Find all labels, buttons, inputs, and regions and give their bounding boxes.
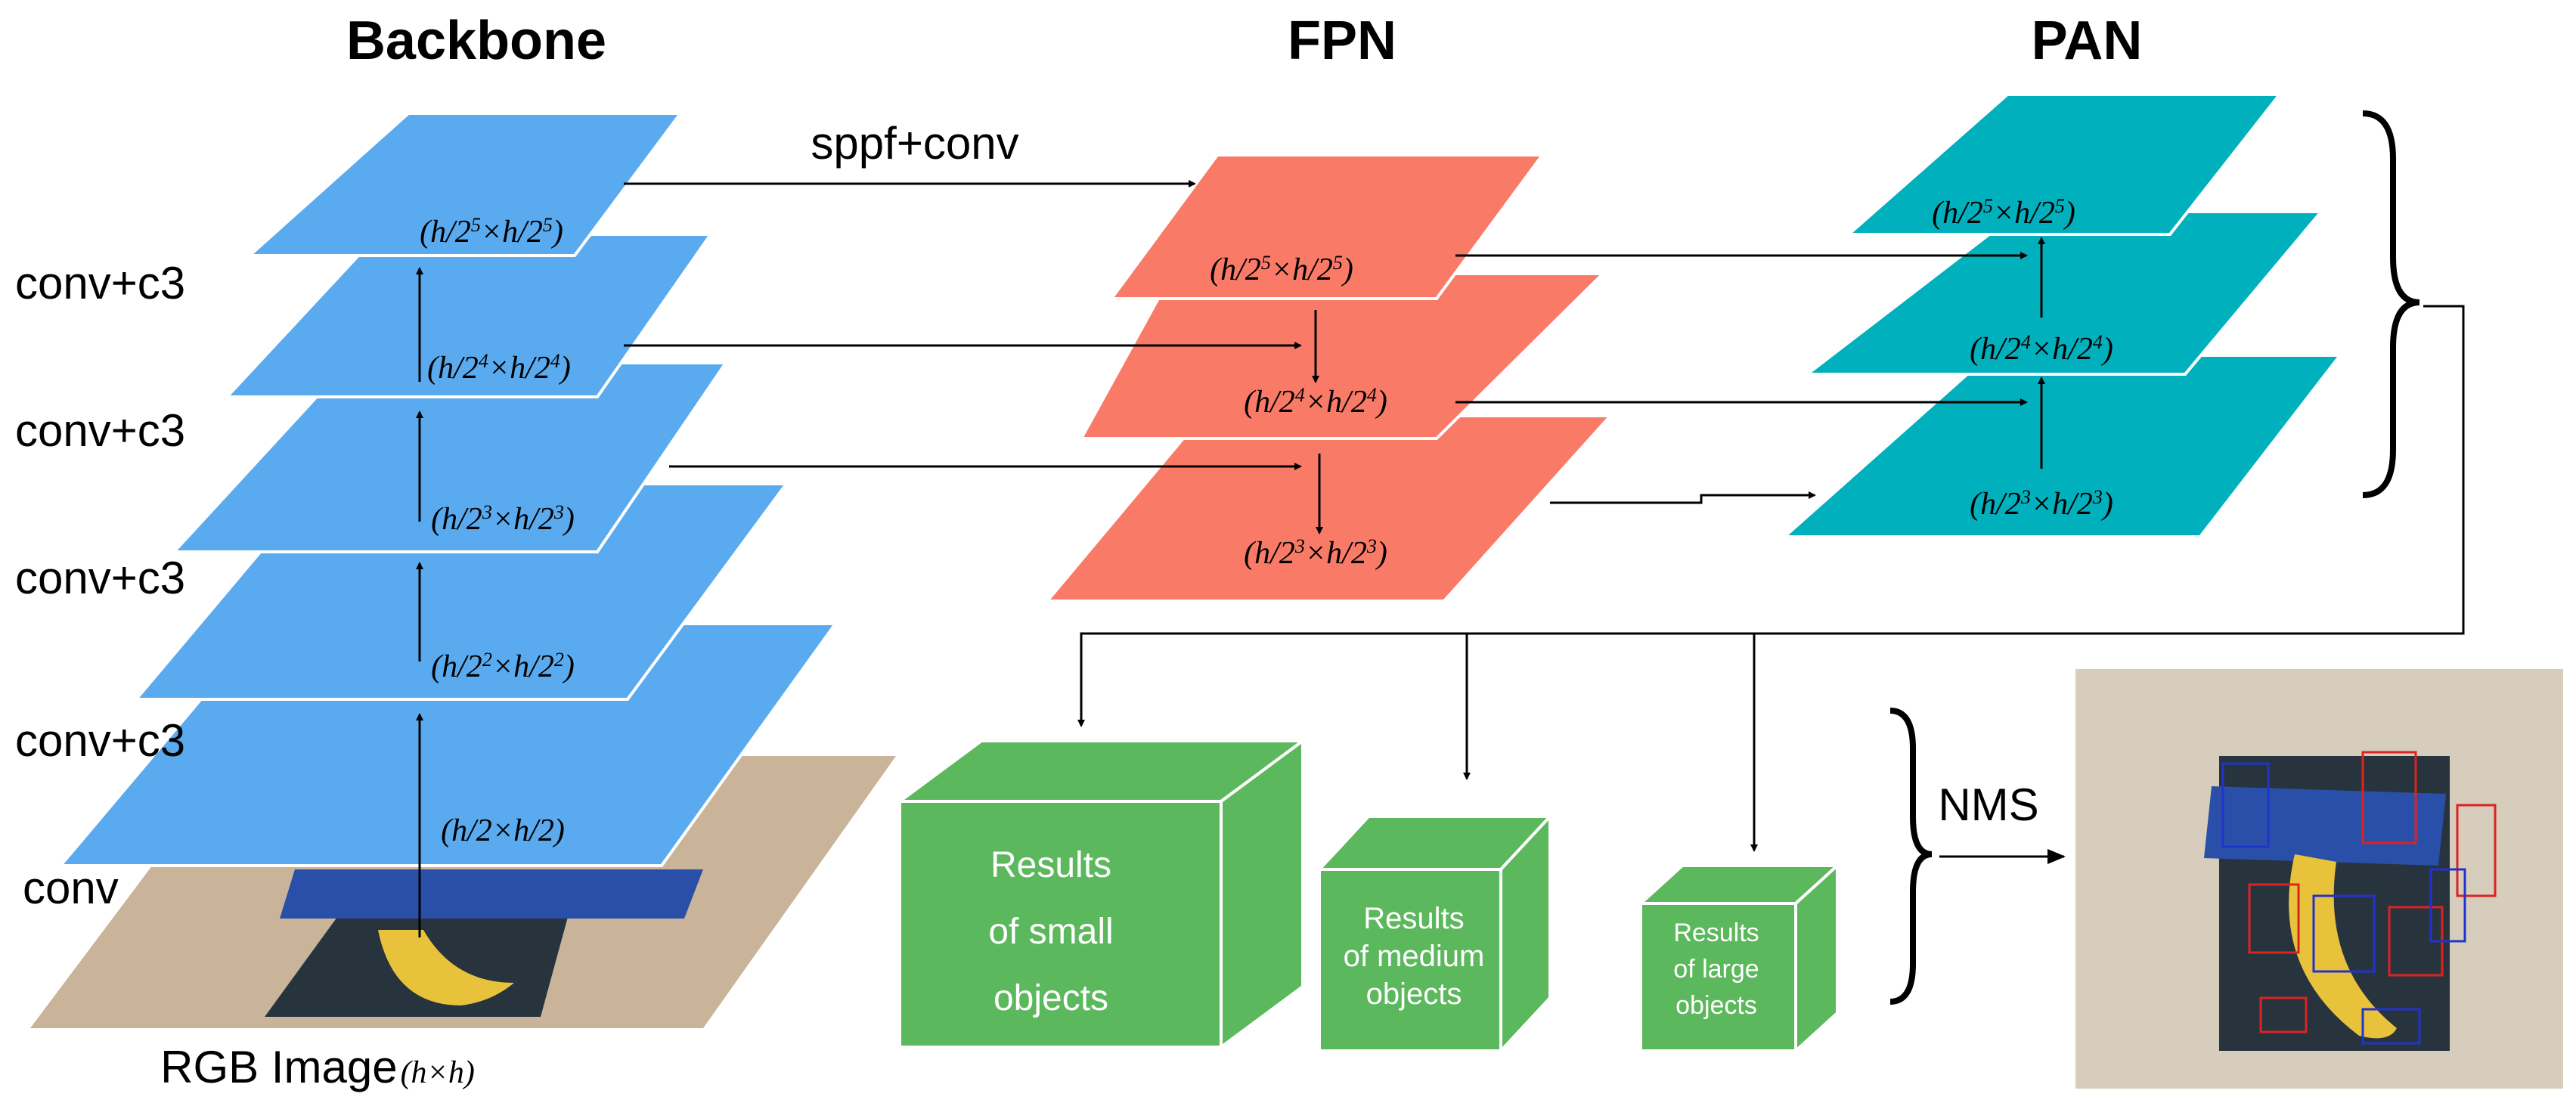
stage-label-3: conv+c3 [15, 553, 185, 603]
pan-plane-4 [1803, 210, 2325, 376]
input-image-label: RGB Image (h×h) [160, 1042, 475, 1092]
result-medium-line-2: of medium [1344, 940, 1485, 973]
result-cube-medium: Results of medium objects [1316, 812, 1554, 1055]
backbone-label-2: (h/22×h/22) [431, 649, 575, 685]
fpn-label-4: (h/24×h/24) [1244, 384, 1387, 420]
output-distribution-lines [1077, 305, 2465, 852]
fpn-plane-labels: (h/25×h/25) (h/24×h/24) (h/23×h/23) [1210, 252, 1387, 572]
pan-label-3: (h/23×h/23) [1970, 486, 2113, 522]
pan-label-5: (h/25×h/25) [1932, 195, 2075, 231]
pan-output-brace [2362, 110, 2420, 498]
result-small-line-2: of small [988, 912, 1113, 952]
fpn-plane-4 [1078, 272, 1607, 440]
fpn-plane-5 [1108, 153, 1545, 300]
stage-label-5: conv [23, 863, 119, 913]
stage-label-4: conv+c3 [15, 715, 185, 766]
backbone-label-3: (h/23×h/23) [431, 501, 575, 538]
fpn-down-arrows [1312, 310, 1323, 534]
result-large-line-1: Results [1673, 919, 1759, 947]
result-medium-line-3: objects [1366, 978, 1462, 1011]
pan-plane-labels: (h/25×h/25) (h/24×h/24) (h/23×h/23) [1932, 195, 2113, 522]
fpn-label-3: (h/23×h/23) [1244, 535, 1387, 572]
fpn-stack [1043, 153, 1614, 603]
results-brace [1889, 708, 1933, 1005]
pan-plane-3 [1780, 354, 2344, 538]
result-medium-line-1: Results [1363, 902, 1464, 935]
result-small-line-3: objects [994, 978, 1108, 1018]
backbone-label-1: (h/2×h/2) [441, 813, 565, 848]
backbone-to-fpn-arrows [624, 180, 1302, 470]
result-cube-small: Results of small objects [894, 738, 1308, 1050]
heading-pan: PAN [2032, 11, 2143, 71]
stage-label-1: conv+c3 [15, 258, 185, 308]
result-large-line-3: objects [1675, 991, 1757, 1020]
pan-label-4: (h/24×h/24) [1970, 331, 2113, 367]
pan-stack [1780, 93, 2344, 538]
backbone-plane-5 [245, 112, 684, 257]
backbone-plane-4 [223, 233, 714, 398]
nms-label: NMS [1938, 779, 2038, 830]
result-large-line-2: of large [1673, 955, 1759, 984]
result-small-line-1: Results [990, 845, 1111, 885]
fpn-to-pan-arrows [1455, 252, 2028, 504]
backbone-label-4: (h/24×h/24) [427, 350, 571, 386]
backbone-plane-labels: (h/25×h/25) (h/24×h/24) (h/23×h/23) (h/2… [420, 214, 575, 849]
backbone-label-5: (h/25×h/25) [420, 214, 563, 250]
heading-fpn: FPN [1288, 11, 1396, 71]
fpn-plane-3 [1043, 414, 1614, 603]
heading-backbone: Backbone [346, 11, 606, 71]
fpn-label-5: (h/25×h/25) [1210, 252, 1353, 288]
detection-photo-icon [2075, 669, 2563, 1089]
pan-plane-5 [1844, 93, 2283, 236]
backbone-stack [57, 112, 839, 867]
result-cube-large: Results of large objects [1636, 862, 1842, 1055]
stage-label-2: conv+c3 [15, 405, 185, 456]
sppf-conv-label: sppf+conv [811, 118, 1018, 169]
